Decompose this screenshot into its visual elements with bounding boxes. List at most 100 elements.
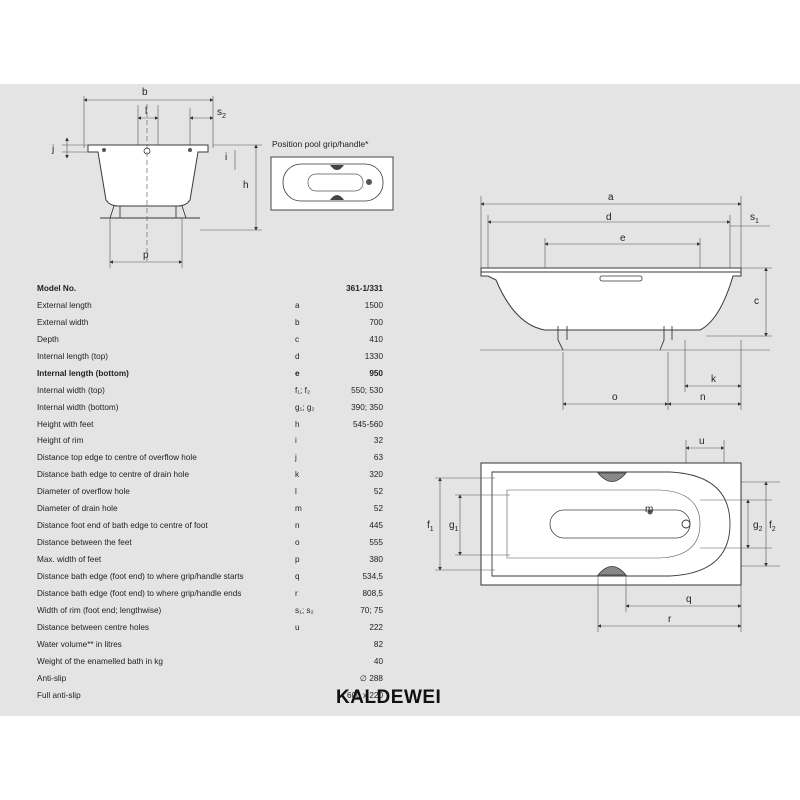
spec-symbol: q — [295, 571, 300, 581]
spec-row: Width of rim (foot end; lengthwise)s₁; s… — [37, 603, 383, 620]
spec-value: 445 — [369, 521, 383, 531]
spec-value: 32 — [373, 436, 383, 446]
dim-n-label: n — [700, 392, 706, 403]
spec-symbol: u — [295, 622, 300, 632]
dim-l-label: l — [145, 106, 147, 117]
spec-row: Distance bath edge (foot end) to where g… — [37, 569, 383, 586]
spec-value: 380 — [369, 555, 383, 564]
spec-value: 52 — [373, 504, 383, 514]
spec-symbol: l — [295, 487, 297, 497]
dim-m-label: m — [645, 504, 653, 515]
spec-name: Internal width (bottom) — [37, 402, 119, 412]
dim-c-label: c — [754, 296, 759, 307]
spec-symbol: j — [295, 453, 297, 463]
spec-symbol: m — [295, 504, 302, 514]
spec-value: 545-560 — [352, 419, 383, 429]
spec-name: Max. width of feet — [37, 555, 102, 564]
spec-name: Diameter of overflow hole — [37, 487, 130, 497]
spec-row: Distance foot end of bath edge to centre… — [37, 518, 383, 535]
spec-symbol — [295, 671, 333, 688]
spec-value: 52 — [373, 487, 383, 497]
grip-position-label: Position pool grip/handle* — [272, 139, 369, 149]
spec-name: External width — [37, 317, 89, 327]
dim-o-label: o — [612, 392, 618, 403]
spec-symbol: b — [295, 317, 300, 327]
spec-symbol — [295, 688, 333, 705]
spec-name: Distance between the feet — [37, 538, 132, 548]
dim-u-label: u — [699, 436, 705, 447]
grip-position-view — [270, 156, 394, 211]
spec-value: 222 — [369, 622, 383, 632]
spec-row: Diameter of overflow hole l 52 — [37, 484, 383, 501]
spec-value: 555 — [369, 538, 383, 548]
spec-row: Distance between centre holes u 222 — [37, 620, 383, 637]
spec-row: Internal width (bottom) g₁; g₂ 390; 350 — [37, 400, 383, 417]
spec-symbol: k — [295, 470, 300, 480]
spec-name: Distance bath edge (foot end) to where g… — [37, 588, 242, 598]
spec-value: 600 x 220 — [347, 690, 383, 700]
spec-name: Distance foot end of bath edge to centre… — [37, 521, 208, 531]
spec-row: Diameter of drain hole m 52 — [37, 501, 383, 518]
spec-symbol: e — [295, 368, 300, 378]
dim-i-label: i — [225, 152, 227, 163]
plan-view: u m f1 g1 g2 f2 q — [427, 436, 780, 632]
spec-symbol: c — [295, 334, 300, 344]
spec-value: ∅ 288 — [359, 673, 383, 683]
spec-symbol: a — [295, 300, 300, 310]
spec-symbol: h — [295, 419, 300, 429]
spec-row: Distance between the feet o 555 — [37, 535, 383, 552]
spec-name: Internal length (bottom) — [37, 368, 129, 378]
spec-symbol: f₁; f₂ — [295, 385, 311, 395]
dim-k-label: k — [711, 374, 717, 385]
spec-name: Full anti-slip — [37, 690, 81, 700]
spec-value: 808,5 — [362, 588, 384, 598]
cross-section-view: b l s2 j i h p — [51, 87, 262, 268]
spec-name: Distance top edge to centre of overflow … — [37, 453, 197, 463]
spec-value: 70; 75 — [360, 605, 383, 615]
dim-h-label: h — [243, 180, 249, 191]
dim-f1-label: f1 — [427, 520, 434, 533]
dim-q-label: q — [686, 594, 692, 605]
spec-symbol: g₁; g₂ — [295, 402, 315, 412]
dim-e-label: e — [620, 233, 626, 244]
spec-name: Diameter of drain hole — [37, 504, 118, 514]
dim-g1-label: g1 — [449, 520, 459, 533]
dim-b-label: b — [142, 87, 148, 98]
spec-name: Distance bath edge (foot end) to where g… — [37, 571, 244, 581]
side-elevation-view: a d s1 e c k o n — [480, 192, 772, 410]
spec-name: Height of rim — [37, 436, 84, 446]
spec-value: 390; 350 — [351, 402, 383, 412]
spec-value: 410 — [369, 334, 383, 344]
dim-p-label: p — [143, 250, 149, 261]
spec-symbol — [295, 654, 333, 671]
spec-row: Height with feet h 545-560 — [37, 417, 383, 434]
spec-row: External width b 700 — [37, 315, 383, 332]
spec-name: Distance between centre holes — [37, 622, 149, 632]
spec-name: Height with feet — [37, 419, 94, 429]
spec-value: 1500 — [364, 300, 383, 310]
spec-name: Anti-slip — [37, 673, 67, 683]
spec-value: 700 — [369, 317, 383, 327]
dim-j-label: j — [51, 144, 54, 155]
spec-value: 320 — [369, 470, 383, 480]
spec-value: 40 — [373, 656, 383, 666]
spec-value: 82 — [373, 639, 383, 649]
spec-symbol: d — [295, 351, 300, 361]
spec-row: Distance bath edge (foot end) to where g… — [37, 586, 383, 603]
spec-value: 534,5 — [362, 571, 384, 581]
dim-a-label: a — [608, 192, 614, 203]
dim-r-label: r — [668, 614, 672, 625]
dim-g2-label: g2 — [753, 520, 763, 533]
spec-name: External length — [37, 300, 92, 310]
spec-row: Full anti-slip 600 x 220 — [37, 688, 383, 705]
spec-symbol: r — [295, 588, 298, 598]
spec-name: Internal length (top) — [37, 351, 109, 361]
spec-name: Distance bath edge to centre of drain ho… — [37, 470, 190, 480]
spec-symbol: o — [295, 538, 300, 548]
